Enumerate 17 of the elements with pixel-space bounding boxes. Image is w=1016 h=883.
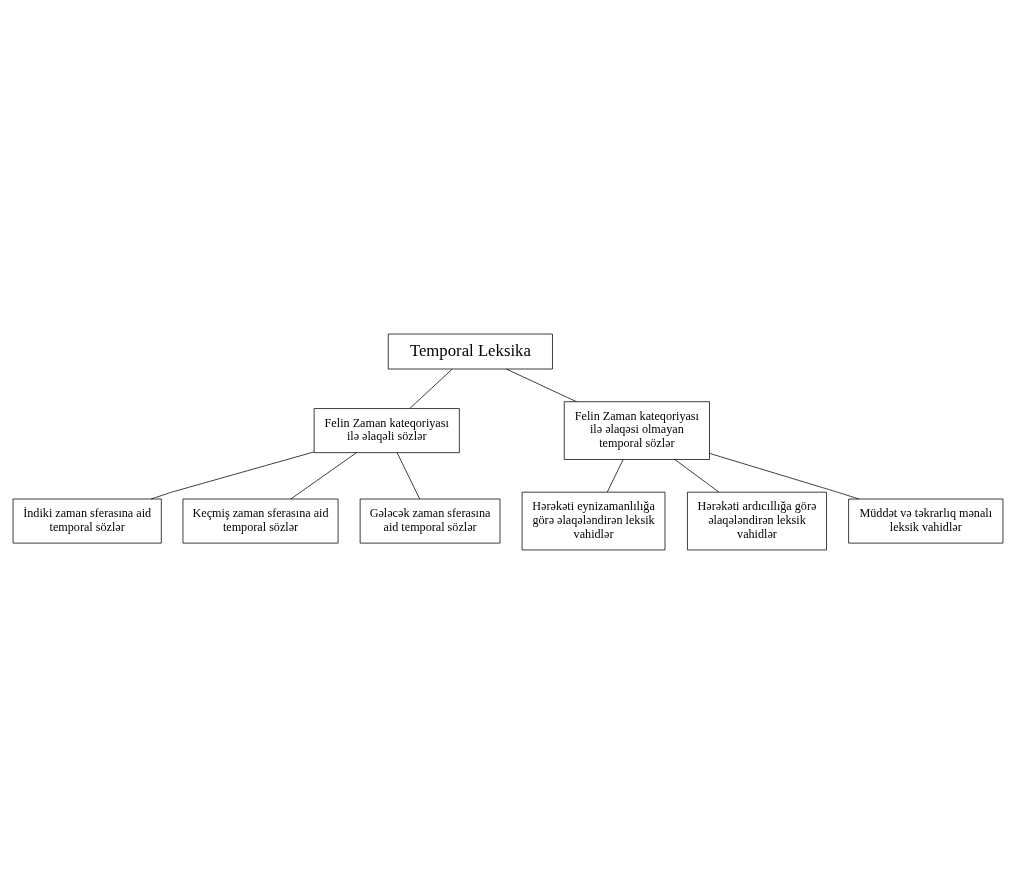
connector xyxy=(150,451,315,499)
node-box: Felin Zaman kateqoriyası ilə əlaqəsi olmayan temporal sözlər xyxy=(563,400,710,460)
node-box: Hərəkəti ardıcıllığa görə əlaqələndirən leksik vahidlər xyxy=(687,491,827,550)
node-box: Gələcək zaman sferasına aid temporal sözlər xyxy=(359,498,501,543)
node-box: Müddət və təkrarlıq mənalı leksik vahidlər xyxy=(848,498,1004,543)
connector xyxy=(709,452,860,499)
connector xyxy=(290,451,357,499)
node-box: Keçmiş zaman sferasına aid temporal sözlər xyxy=(182,498,339,543)
node-box: Hərəkəti eynizamanlılığa görə əlaqələndirən leksik vahidlər xyxy=(521,491,666,550)
connector xyxy=(606,458,624,492)
node-box: Felin Zaman kateqoriyası ilə əlaqəli sözlər xyxy=(313,407,460,453)
connector xyxy=(674,458,720,492)
node-box: Temporal Leksika xyxy=(387,333,553,369)
connector xyxy=(409,368,453,409)
connector xyxy=(396,451,420,499)
node-box: İndiki zaman sferasına aid temporal sözlər xyxy=(12,498,162,543)
connector xyxy=(505,368,577,402)
